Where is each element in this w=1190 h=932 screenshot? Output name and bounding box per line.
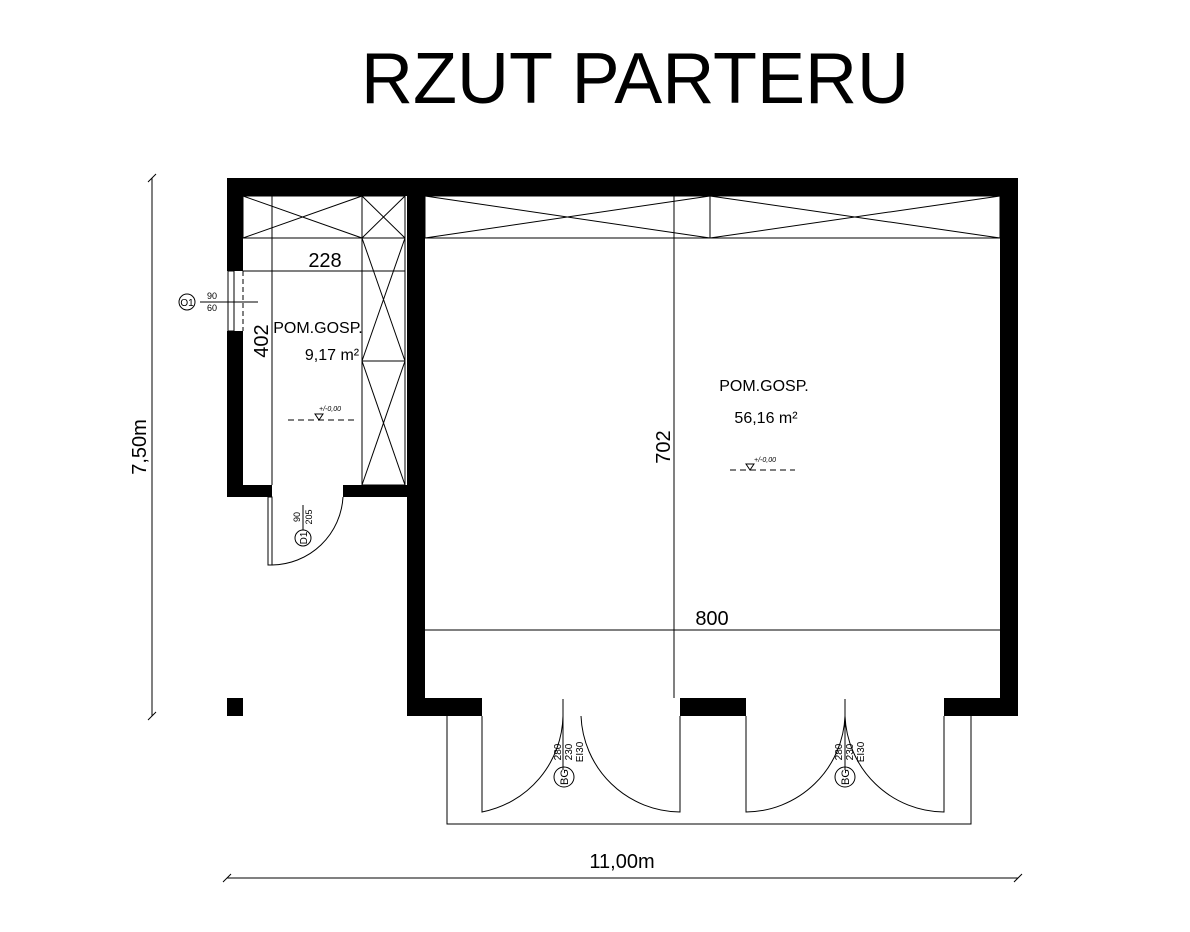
cabinets-large [424, 195, 1001, 239]
svg-text:D1: D1 [299, 531, 310, 544]
svg-text:+/-0,00: +/-0,00 [319, 406, 341, 413]
svg-text:280: 280 [834, 743, 845, 760]
door-d1: D1 90 205 [267, 496, 344, 566]
walls [227, 178, 1018, 716]
dim-800: 800 [695, 608, 728, 630]
svg-text:7,50m: 7,50m [129, 419, 151, 475]
svg-text:EI30: EI30 [575, 741, 586, 762]
level-marker-small: +/-0,00 [288, 406, 358, 421]
garage-door-1: BG 280 230 EI30 [481, 699, 681, 813]
svg-text:60: 60 [207, 303, 217, 313]
svg-text:BG: BG [840, 769, 852, 785]
dim-702: 702 [653, 430, 675, 463]
svg-text:11,00m: 11,00m [589, 851, 654, 873]
garage-door-2: BG 280 230 EI30 [745, 699, 945, 813]
svg-text:O1: O1 [180, 298, 194, 309]
large-room-name: POM.GOSP. [719, 378, 809, 395]
overall-depth-dim: 7,50m [129, 173, 157, 721]
dim-402: 402 [251, 324, 273, 357]
apron-outline [446, 716, 972, 825]
svg-text:BG: BG [559, 769, 571, 785]
small-room-name: POM.GOSP. [273, 320, 363, 337]
cabinets-small [242, 195, 406, 486]
dim-228: 228 [308, 250, 341, 272]
svg-text:EI30: EI30 [856, 741, 867, 762]
window-o1: O1 90 60 [178, 270, 258, 332]
level-marker-large: +/-0,00 [730, 457, 795, 471]
svg-text:280: 280 [553, 743, 564, 760]
small-room-area: 9,17 m² [305, 347, 360, 364]
large-room-area: 56,16 m² [734, 410, 798, 427]
svg-text:90: 90 [292, 512, 302, 522]
overall-width-dim: 11,00m [222, 851, 1023, 883]
svg-text:205: 205 [304, 509, 314, 524]
svg-text:230: 230 [564, 743, 575, 760]
svg-text:230: 230 [845, 743, 856, 760]
svg-text:+/-0,00: +/-0,00 [754, 457, 776, 464]
plan-title: RZUT PARTERU [361, 39, 909, 119]
svg-text:90: 90 [207, 291, 217, 301]
